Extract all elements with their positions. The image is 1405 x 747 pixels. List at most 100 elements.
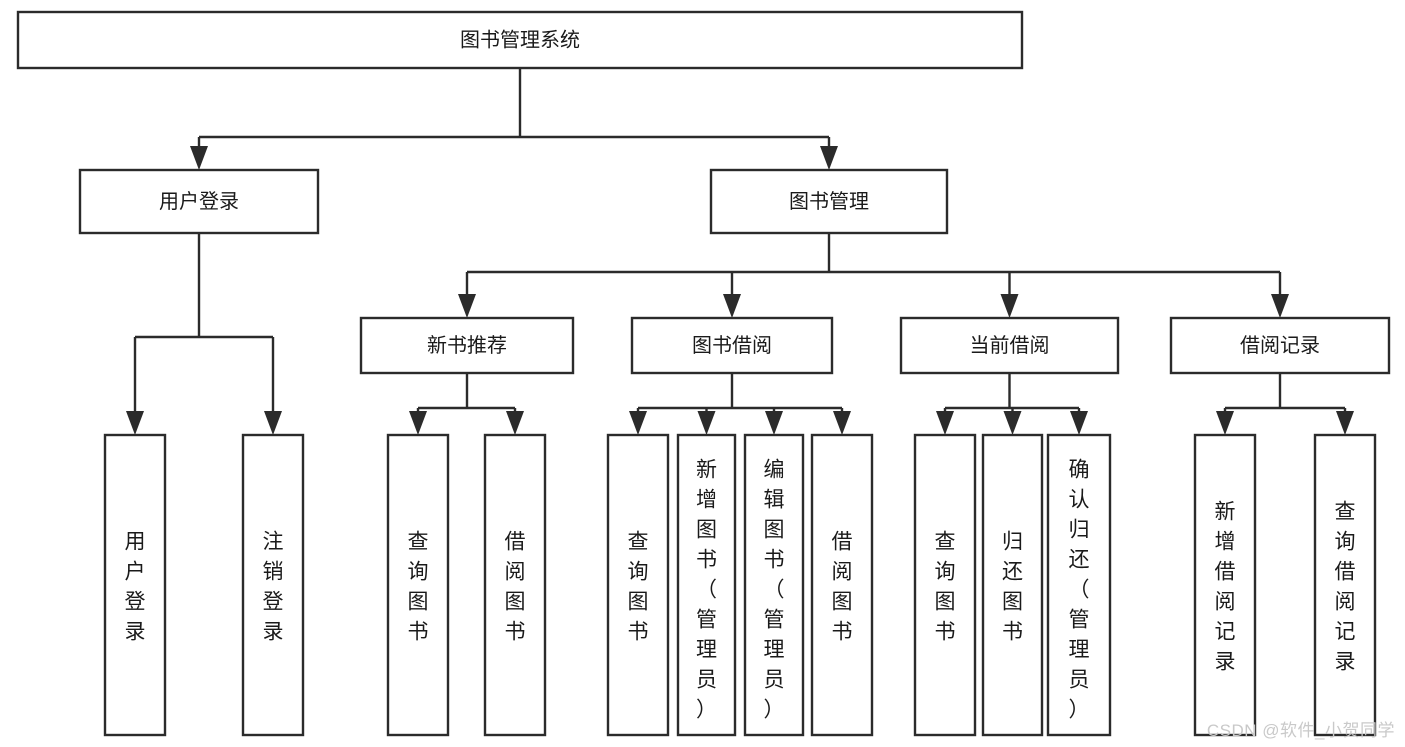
node-user-login[interactable]: 用户登录 bbox=[78, 168, 320, 235]
node-book-manage[interactable]: 图书管理 bbox=[709, 168, 949, 235]
node-box-root[interactable] bbox=[16, 10, 1024, 70]
node-label-recommend-borrow-book: 借阅图书 bbox=[505, 530, 526, 643]
arrow-user-login-to-user-logout bbox=[264, 337, 282, 435]
node-label-root: 图书管理系统 bbox=[460, 28, 580, 51]
arrow-user-login-to-user-login-do bbox=[126, 337, 144, 435]
arrow-borrow-record-to-record-query bbox=[1336, 408, 1354, 435]
node-label-current-confirm-return: 确认归还（管理员） bbox=[1069, 458, 1090, 721]
node-record-query[interactable]: 查询借阅记录 bbox=[1313, 433, 1377, 737]
arrow-root-to-user-login bbox=[190, 137, 208, 170]
node-root[interactable]: 图书管理系统 bbox=[16, 10, 1024, 70]
node-boxes-layer: 图书管理系统用户登录用户登录注销登录图书管理新书推荐查询图书借阅图书图书借阅查询… bbox=[16, 10, 1391, 737]
node-label-book-manage: 图书管理 bbox=[789, 190, 869, 213]
node-box-user-login[interactable] bbox=[78, 168, 320, 235]
arrow-book-borrow-to-borrow-add-book bbox=[697, 408, 716, 435]
node-box-record-add[interactable] bbox=[1193, 433, 1257, 737]
arrow-head-new-book-recommend-to-recommend-query-book bbox=[409, 411, 427, 435]
node-box-current-query-book[interactable] bbox=[913, 433, 977, 737]
arrow-new-book-recommend-to-recommend-borrow-book bbox=[506, 408, 524, 435]
arrow-book-manage-to-current-borrow bbox=[1000, 272, 1019, 318]
node-box-current-return-book[interactable] bbox=[981, 433, 1044, 737]
node-user-logout[interactable]: 注销登录 bbox=[241, 433, 305, 737]
arrow-head-book-borrow-to-borrow-borrow-book bbox=[833, 411, 851, 435]
node-current-return-book[interactable]: 归还图书 bbox=[981, 433, 1044, 737]
node-label-borrow-borrow-book: 借阅图书 bbox=[832, 530, 853, 643]
node-box-user-logout[interactable] bbox=[241, 433, 305, 737]
node-box-new-book-recommend[interactable] bbox=[359, 316, 575, 375]
arrow-head-book-borrow-to-borrow-edit-book bbox=[765, 411, 783, 435]
node-box-user-login-do[interactable] bbox=[103, 433, 167, 737]
arrow-head-borrow-record-to-record-query bbox=[1336, 411, 1354, 435]
node-box-borrow-record[interactable] bbox=[1169, 316, 1391, 375]
arrow-head-book-manage-to-current-borrow bbox=[1000, 294, 1019, 318]
node-current-query-book[interactable]: 查询图书 bbox=[913, 433, 977, 737]
arrow-new-book-recommend-to-recommend-query-book bbox=[409, 408, 427, 435]
node-label-borrow-add-book: 新增图书（管理员） bbox=[696, 458, 717, 721]
arrow-book-borrow-to-borrow-edit-book bbox=[765, 408, 783, 435]
node-current-confirm-return[interactable]: 确认归还（管理员） bbox=[1046, 433, 1112, 737]
arrow-head-root-to-book-manage bbox=[820, 146, 838, 170]
arrow-head-current-borrow-to-current-return-book bbox=[1003, 411, 1022, 435]
node-box-borrow-edit-book[interactable] bbox=[743, 433, 805, 737]
arrow-head-book-manage-to-book-borrow bbox=[723, 294, 741, 318]
arrow-head-root-to-user-login bbox=[190, 146, 208, 170]
node-record-add[interactable]: 新增借阅记录 bbox=[1193, 433, 1257, 737]
arrow-head-current-borrow-to-current-query-book bbox=[936, 411, 954, 435]
arrow-current-borrow-to-current-return-book bbox=[1003, 408, 1022, 435]
node-label-new-book-recommend: 新书推荐 bbox=[427, 334, 507, 357]
node-label-user-login: 用户登录 bbox=[159, 190, 239, 213]
node-label-borrow-query-book: 查询图书 bbox=[628, 530, 649, 643]
node-label-borrow-record: 借阅记录 bbox=[1240, 334, 1320, 357]
node-user-login-do[interactable]: 用户登录 bbox=[103, 433, 167, 737]
arrow-root-to-book-manage bbox=[820, 137, 838, 170]
arrow-head-current-borrow-to-current-confirm-return bbox=[1070, 411, 1088, 435]
arrow-book-borrow-to-borrow-query-book bbox=[629, 408, 647, 435]
arrow-current-borrow-to-current-query-book bbox=[936, 408, 954, 435]
node-label-record-add: 新增借阅记录 bbox=[1215, 500, 1236, 673]
node-recommend-borrow-book[interactable]: 借阅图书 bbox=[483, 433, 547, 737]
node-box-recommend-query-book[interactable] bbox=[386, 433, 450, 737]
node-box-borrow-borrow-book[interactable] bbox=[810, 433, 874, 737]
arrow-head-borrow-record-to-record-add bbox=[1216, 411, 1234, 435]
node-box-borrow-query-book[interactable] bbox=[606, 433, 670, 737]
node-box-book-manage[interactable] bbox=[709, 168, 949, 235]
arrow-current-borrow-to-current-confirm-return bbox=[1070, 408, 1088, 435]
node-borrow-edit-book[interactable]: 编辑图书（管理员） bbox=[743, 433, 805, 737]
node-borrow-query-book[interactable]: 查询图书 bbox=[606, 433, 670, 737]
arrow-head-book-borrow-to-borrow-add-book bbox=[697, 411, 716, 435]
node-box-book-borrow[interactable] bbox=[630, 316, 834, 375]
node-label-user-login-do: 用户登录 bbox=[125, 530, 146, 643]
arrow-book-manage-to-new-book-recommend bbox=[458, 272, 476, 318]
arrow-head-user-login-to-user-logout bbox=[264, 411, 282, 435]
node-label-recommend-query-book: 查询图书 bbox=[408, 530, 429, 643]
node-label-current-query-book: 查询图书 bbox=[935, 530, 956, 643]
arrow-head-book-borrow-to-borrow-query-book bbox=[629, 411, 647, 435]
connector-lines-layer bbox=[126, 68, 1354, 435]
node-label-borrow-edit-book: 编辑图书（管理员） bbox=[764, 458, 785, 721]
arrow-book-manage-to-book-borrow bbox=[723, 272, 741, 318]
node-borrow-add-book[interactable]: 新增图书（管理员） bbox=[676, 433, 737, 737]
node-box-current-borrow[interactable] bbox=[899, 316, 1120, 375]
node-recommend-query-book[interactable]: 查询图书 bbox=[386, 433, 450, 737]
node-book-borrow[interactable]: 图书借阅 bbox=[630, 316, 834, 375]
node-new-book-recommend[interactable]: 新书推荐 bbox=[359, 316, 575, 375]
arrow-head-book-manage-to-borrow-record bbox=[1271, 294, 1289, 318]
node-label-current-borrow: 当前借阅 bbox=[970, 334, 1050, 357]
node-current-borrow[interactable]: 当前借阅 bbox=[899, 316, 1120, 375]
arrow-head-new-book-recommend-to-recommend-borrow-book bbox=[506, 411, 524, 435]
node-borrow-record[interactable]: 借阅记录 bbox=[1169, 316, 1391, 375]
node-box-record-query[interactable] bbox=[1313, 433, 1377, 737]
arrow-book-borrow-to-borrow-borrow-book bbox=[833, 408, 851, 435]
node-label-record-query: 查询借阅记录 bbox=[1335, 500, 1356, 673]
node-box-current-confirm-return[interactable] bbox=[1046, 433, 1112, 737]
node-box-recommend-borrow-book[interactable] bbox=[483, 433, 547, 737]
arrow-head-user-login-to-user-login-do bbox=[126, 411, 144, 435]
arrow-book-manage-to-borrow-record bbox=[1271, 272, 1289, 318]
node-box-borrow-add-book[interactable] bbox=[676, 433, 737, 737]
arrow-borrow-record-to-record-add bbox=[1216, 408, 1234, 435]
node-borrow-borrow-book[interactable]: 借阅图书 bbox=[810, 433, 874, 737]
node-label-current-return-book: 归还图书 bbox=[1002, 530, 1023, 643]
arrow-head-book-manage-to-new-book-recommend bbox=[458, 294, 476, 318]
node-label-book-borrow: 图书借阅 bbox=[692, 334, 772, 357]
